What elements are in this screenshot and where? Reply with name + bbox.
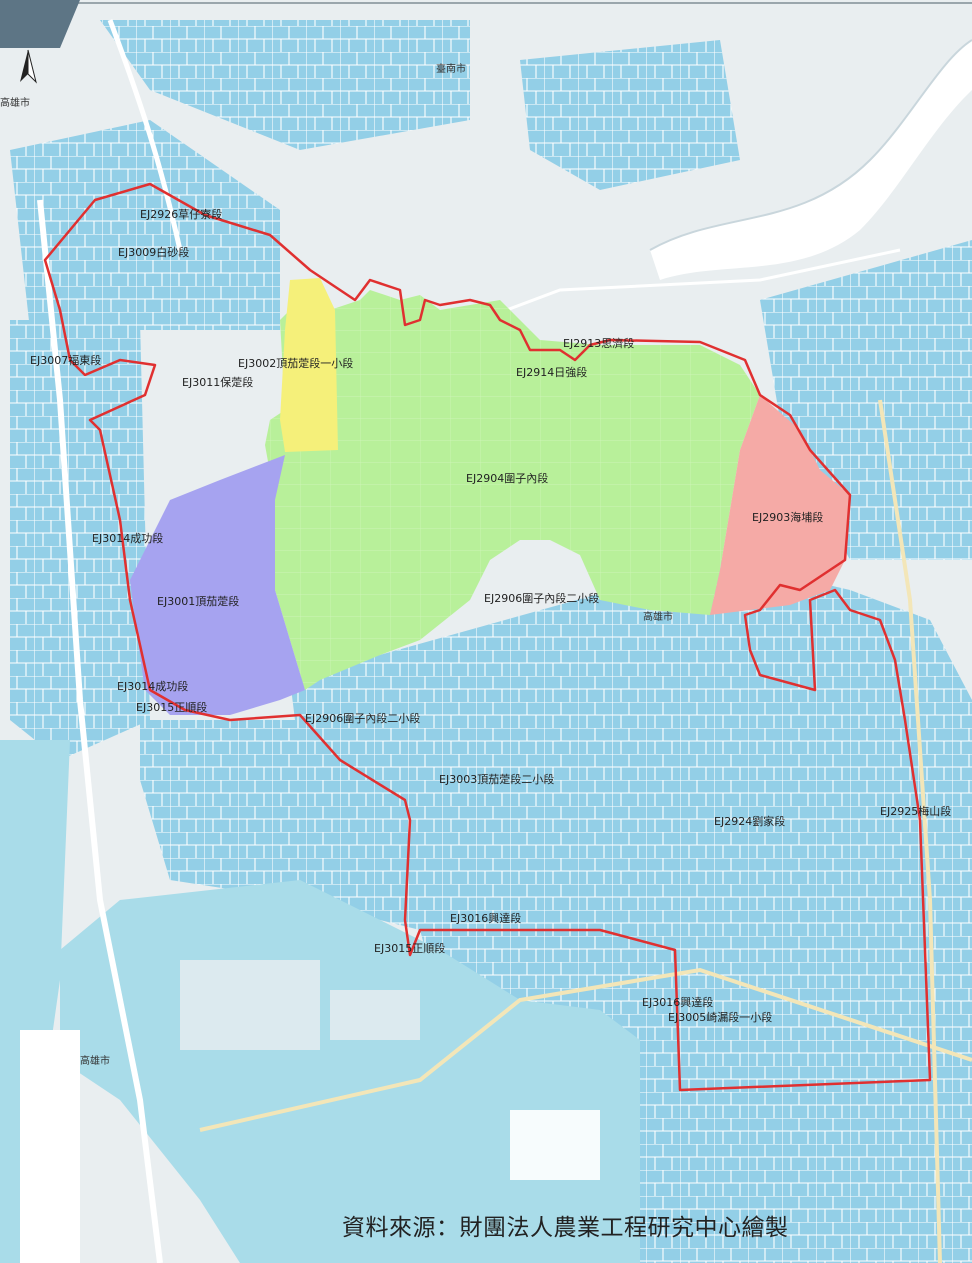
city-label-kaohsiung-center: 高雄市 <box>643 610 673 623</box>
corner-badge <box>0 0 80 48</box>
label-ej3007: EJ3007福東段 <box>30 353 101 367</box>
harbor-basin <box>180 960 320 1050</box>
harbor-dock-small <box>510 1110 600 1180</box>
parcel-region-south <box>290 560 972 1263</box>
label-ej2906a: EJ2906圍子內段二小段 <box>484 591 599 605</box>
parcel-region-north <box>100 20 470 150</box>
label-ej3015a: EJ3015正順段 <box>136 700 207 714</box>
label-ej2914: EJ2914日強段 <box>516 365 587 379</box>
zone-ej2904-grid <box>265 290 760 690</box>
label-ej3014b: EJ3014成功段 <box>117 679 188 693</box>
label-ej3009: EJ3009白砂段 <box>118 245 189 259</box>
parcel-region-northwest <box>10 120 280 330</box>
harbor-dock <box>330 990 420 1040</box>
road-east <box>878 399 942 1263</box>
west-sea <box>0 740 70 1263</box>
road-south <box>199 967 972 1132</box>
south-west-land <box>20 1030 80 1263</box>
label-ej2926: EJ2926草仔寮段 <box>140 207 222 221</box>
label-ej3005: EJ3005崎漏段一小段 <box>668 1010 772 1024</box>
city-label-tainan: 臺南市 <box>436 62 466 75</box>
zone-ej3001[interactable] <box>130 455 305 715</box>
label-ej3016a: EJ3016興達段 <box>450 911 521 925</box>
label-ej3001: EJ3001頂茄萣段 <box>157 594 239 608</box>
parcel-region-southwest <box>140 720 420 930</box>
label-ej2924: EJ2924劉家段 <box>714 814 785 828</box>
zone-ej3002[interactable] <box>280 278 338 452</box>
label-ej2925: EJ2925梅山段 <box>880 804 951 818</box>
label-ej2913: EJ2913思濟段 <box>563 336 634 350</box>
city-label-kaohsiung-sw: 高雄市 <box>80 1054 110 1067</box>
label-ej2903: EJ2903海埔段 <box>752 510 823 524</box>
label-ej3002: EJ3002頂茄萣段一小段 <box>238 356 353 370</box>
label-ej3003: EJ3003頂茄萣段二小段 <box>439 772 554 786</box>
parcel-region-northeast <box>520 40 740 190</box>
label-ej3011: EJ3011保萣段 <box>182 375 253 389</box>
city-label-kaohsiung-nw: 高雄市 <box>0 96 30 109</box>
label-ej2906b: EJ2906圍子內段二小段 <box>305 711 420 725</box>
label-ej3014a: EJ3014成功段 <box>92 531 163 545</box>
north-arrow-icon <box>20 49 37 84</box>
study-area-boundary <box>43 182 932 1092</box>
zone-ej2903[interactable] <box>710 395 850 615</box>
label-ej3015b: EJ3015正順段 <box>374 941 445 955</box>
river <box>650 40 972 280</box>
parcel-region-west <box>10 320 150 760</box>
label-ej2904: EJ2904圍子內段 <box>466 471 548 485</box>
road-north-curve <box>107 19 183 251</box>
label-ej3016b: EJ3016興達段 <box>642 995 713 1009</box>
river-edge <box>649 39 972 251</box>
source-credit: 資料來源：財團法人農業工程研究中心繪製 <box>342 1215 789 1241</box>
road-coastal <box>37 199 163 1263</box>
